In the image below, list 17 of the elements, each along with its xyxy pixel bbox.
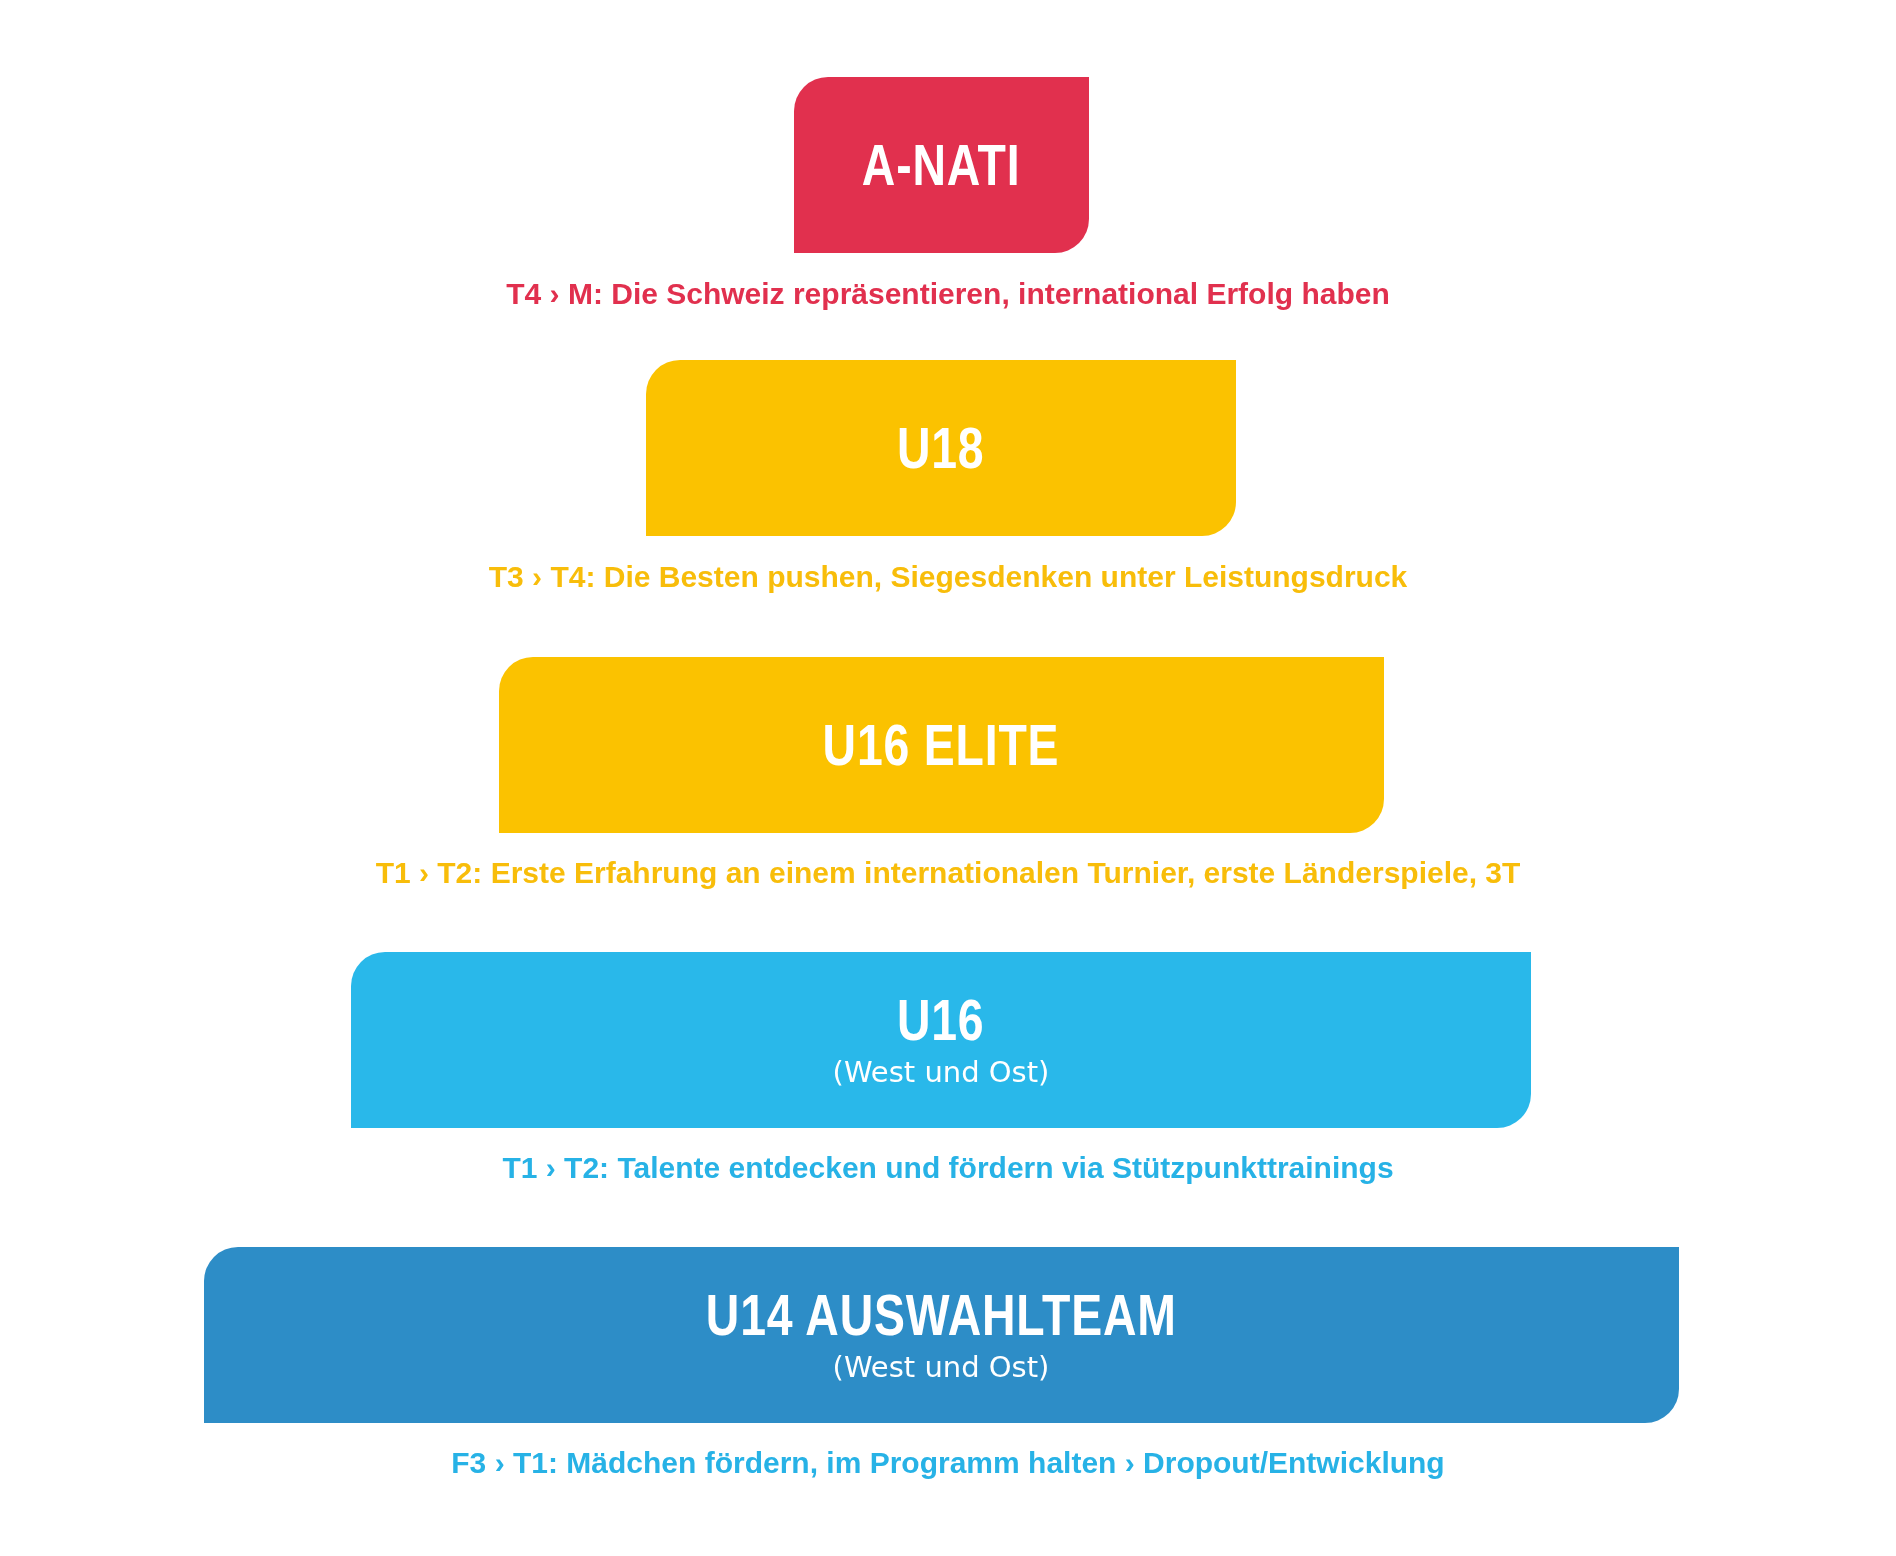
level-bar: [498, 657, 1384, 833]
level-description: T1 › T2: Erste Erfahrung an einem internationalen Turnier, erste Länderspiele, 3T: [375, 856, 1521, 889]
level-subtitle: (West und Ost): [832, 1057, 1050, 1089]
level-description: T3 › T4: Die Besten pushen, Siegesdenken unter Leistungsdruck: [488, 560, 1408, 593]
level-subtitle: (West und Ost): [832, 1352, 1050, 1384]
level-description: F3 › T1: Mädchen fördern, im Programm halten › Dropout/Entwicklung: [451, 1446, 1445, 1479]
level-bar: [351, 952, 1531, 1128]
level-description: T4 › M: Die Schweiz repräsentieren, international Erfolg haben: [506, 277, 1390, 310]
level-bar: [646, 360, 1236, 536]
level-title: U16 ELITE: [822, 716, 1060, 774]
level-bar: [203, 1247, 1679, 1423]
level-title: U18: [897, 419, 985, 477]
level-title: U14 AUSWAHLTEAM: [705, 1286, 1177, 1345]
level-bar: [793, 77, 1089, 253]
level-title: U16: [897, 991, 985, 1050]
level-description: T1 › T2: Talente entdecken und fördern via Stützpunkttrainings: [502, 1151, 1394, 1184]
level-title: A-NATI: [861, 136, 1021, 194]
